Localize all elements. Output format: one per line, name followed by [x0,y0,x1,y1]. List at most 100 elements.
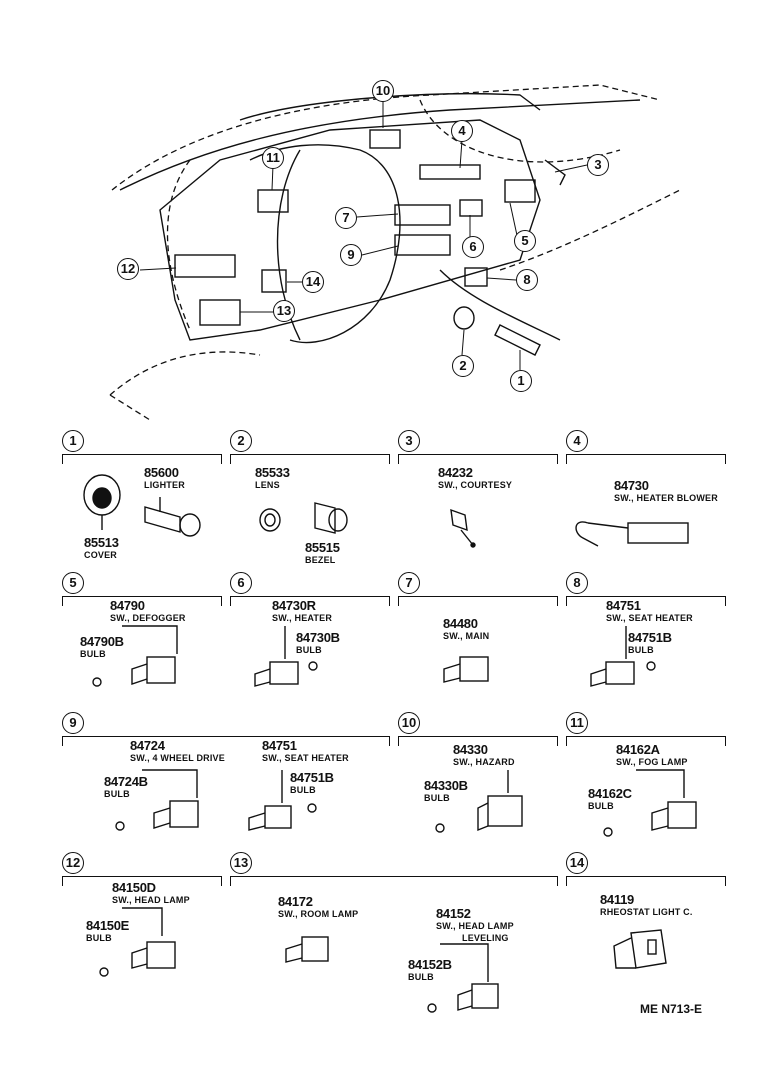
callout-11: 11 [262,147,284,169]
panel-number: 3 [398,430,420,452]
callout-6: 6 [462,236,484,258]
part-description: SW., DEFOGGER [110,613,186,623]
part-number: 84150E [86,918,130,933]
panel-bracket [62,596,222,606]
panel-bracket [566,876,726,886]
part-number: 84480 [443,616,478,631]
rheostat-drawing [613,929,667,969]
main-switch-drawing [443,656,489,683]
panel-number: 14 [566,852,588,874]
panel-bracket [230,454,390,464]
callout-1: 1 [510,370,532,392]
dashboard-overview-drawing [109,84,681,420]
part-description: BULB [80,649,106,659]
panel-number: 6 [230,572,252,594]
callout-12: 12 [117,258,139,280]
head-lamp-switch-drawing [99,907,176,977]
callout-8: 8 [516,269,538,291]
panel-bracket [62,876,222,886]
panel-bracket [566,736,726,746]
callout-4: 4 [451,120,473,142]
panel-9: 9 84724 SW., 4 WHEEL DRIVE 84724B BULB 8… [62,712,390,852]
panel-number: 9 [62,712,84,734]
part-number: 84172 [278,894,313,909]
part-number: 84152B [408,957,452,972]
part-description: SW., COURTESY [438,480,513,490]
seat-heater-switch-drawing [590,626,656,687]
panel-number: 5 [62,572,84,594]
panel-11: 11 84162A SW., FOG LAMP 84162C BULB [566,712,726,852]
part-description: SW., SEAT HEATER [262,753,349,763]
panel-number: 13 [230,852,252,874]
panel-bracket [566,454,726,464]
part-description: BULB [104,789,130,799]
part-number: 84751B [628,630,672,645]
hazard-switch-drawing [435,770,523,833]
part-number: 84162C [588,786,632,801]
part-description: SW., HAZARD [453,757,515,767]
seat-heater-switch-drawing [248,770,317,831]
part-description: SW., ROOM LAMP [278,909,359,919]
callout-2: 2 [452,355,474,377]
callout-13: 13 [273,300,295,322]
part-description: SW., MAIN [443,631,490,641]
part-number: 84751 [606,598,641,613]
part-number: 84730B [296,630,340,645]
callout-3: 3 [587,154,609,176]
part-description: BULB [424,793,450,803]
head-lamp-leveling-switch-drawing [427,943,499,1013]
part-number: 85600 [144,465,179,480]
panel-bracket [398,736,558,746]
four-wheel-drive-switch-drawing [115,769,199,831]
panel-bracket [230,596,390,606]
part-description: SW., FOG LAMP [616,757,688,767]
part-number: 84751 [262,738,297,753]
heater-blower-switch-drawing [575,521,689,547]
panel-bracket [398,454,558,464]
part-description: RHEOSTAT LIGHT C. [600,907,693,917]
part-description: SW., HEATER [272,613,333,623]
part-number: 84119 [600,892,634,907]
defogger-switch-drawing [92,625,178,687]
panel-bracket [566,596,726,606]
panel-5: 5 84790 SW., DEFOGGER 84790B BULB [62,572,222,702]
part-description: LIGHTER [144,480,185,490]
courtesy-switch-drawing [450,508,476,548]
panel-number: 1 [62,430,84,452]
panel-number: 10 [398,712,420,734]
part-description: SW., HEATER BLOWER [614,493,718,503]
panel-8: 8 84751 SW., SEAT HEATER 84751B BULB [566,572,726,702]
panel-1: 1 85600 LIGHTER 85513 COVER [62,430,222,570]
panel-4: 4 84730 SW., HEATER BLOWER [566,430,726,570]
lens-drawing [259,508,281,532]
panel-13: 13 84172 SW., ROOM LAMP 84152 SW., HEAD … [230,852,558,1022]
part-description: BEZEL [305,555,336,565]
part-description: BULB [86,933,112,943]
callout-14: 14 [302,271,324,293]
panel-number: 11 [566,712,588,734]
part-number: 84330 [453,742,488,757]
panel-number: 4 [566,430,588,452]
panel-number: 8 [566,572,588,594]
part-description: BULB [408,972,434,982]
panel-bracket [230,876,558,886]
part-description-extra: LEVELING [462,933,509,943]
part-number: 84724B [104,774,148,789]
callout-5: 5 [514,230,536,252]
part-description: SW., HEAD LAMP [112,895,190,905]
part-description: SW., 4 WHEEL DRIVE [130,753,225,763]
panel-14: 14 84119 RHEOSTAT LIGHT C. [566,852,726,992]
part-description: COVER [84,550,118,560]
panel-number: 2 [230,430,252,452]
part-number: 84790 [110,598,145,613]
part-number: 84150D [112,880,156,895]
part-description: LENS [255,480,280,490]
part-number: 84152 [436,906,471,921]
part-description: SW., SEAT HEATER [606,613,693,623]
part-description: BULB [290,785,316,795]
part-description: BULB [628,645,654,655]
part-number: 85513 [84,535,119,550]
part-number: 84751B [290,770,334,785]
panel-10: 10 84330 SW., HAZARD 84330B BULB [398,712,558,852]
panel-bracket [62,454,222,464]
